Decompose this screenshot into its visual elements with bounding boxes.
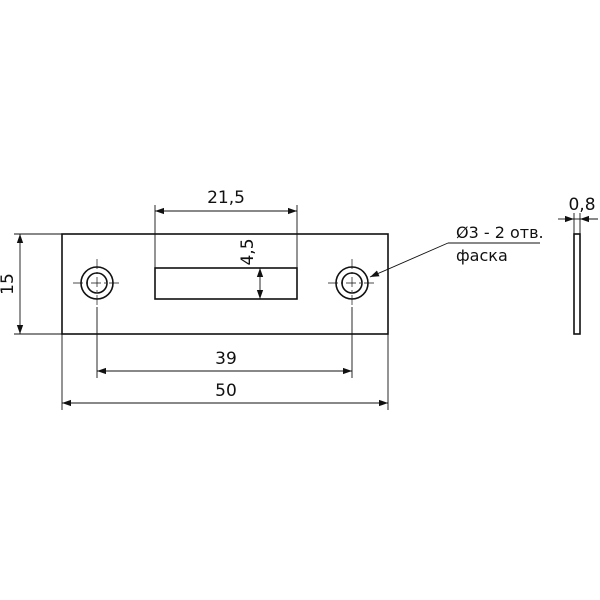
plate-height-dimension: 15 — [0, 233, 62, 335]
hole-note-leader: Ø3 - 2 отв. фаска — [369, 223, 544, 278]
slot-height-label: 4,5 — [238, 238, 258, 265]
hole-spacing-label: 39 — [215, 349, 237, 369]
slot-width-dimension: 21,5 — [154, 188, 298, 268]
plate-length-label: 50 — [215, 381, 237, 401]
thickness-dimension: 0,8 — [558, 195, 598, 234]
slot-outline — [154, 267, 298, 300]
hole-spacing-dimension: 39 — [96, 307, 353, 378]
side-view-outline — [573, 233, 581, 335]
chamfer-note-text: фаска — [456, 246, 508, 265]
right-hole — [328, 259, 376, 307]
plate-outline — [61, 233, 389, 335]
thickness-label: 0,8 — [568, 195, 595, 215]
left-hole — [73, 259, 121, 307]
plate-height-label: 15 — [0, 273, 18, 295]
slot-width-label: 21,5 — [207, 188, 245, 208]
plate-length-dimension: 50 — [61, 334, 389, 410]
slot-height-dimension: 4,5 — [238, 238, 264, 299]
hole-note-text: Ø3 - 2 отв. — [456, 223, 544, 242]
